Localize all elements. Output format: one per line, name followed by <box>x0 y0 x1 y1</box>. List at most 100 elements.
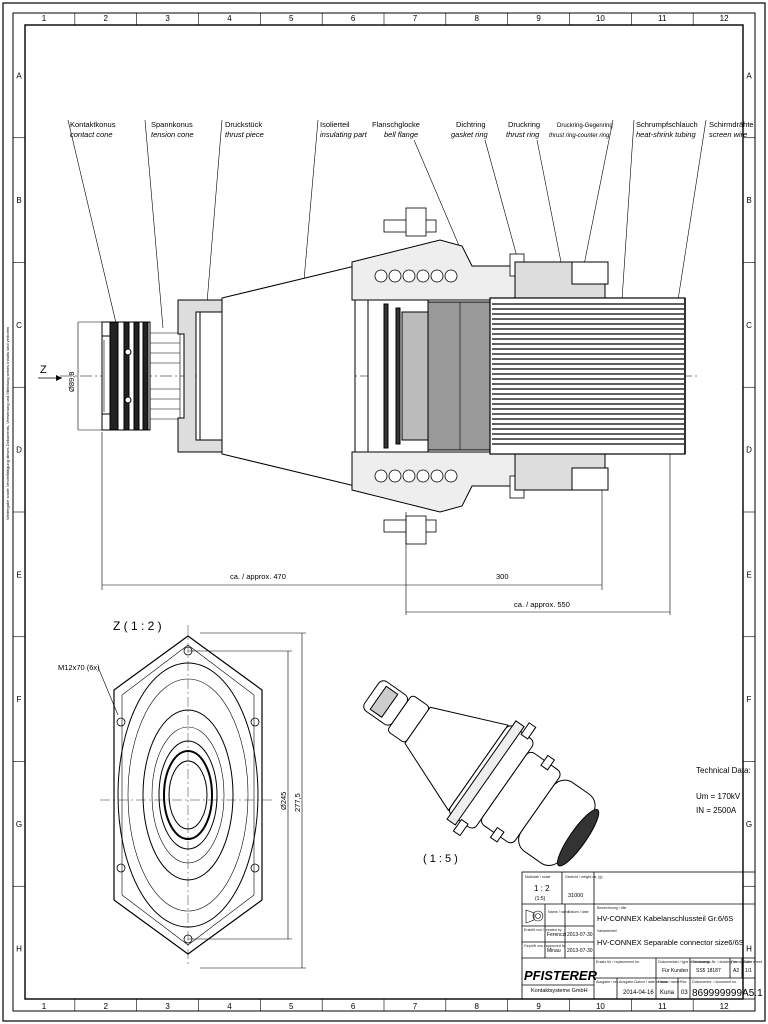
grid-column-label: 2 <box>104 1002 109 1011</box>
callout-screen-wire-de: Schirmdrähte <box>709 120 754 129</box>
copyright-note-text: Weitergabe sowie Vervielfältigung dieses… <box>5 327 10 520</box>
grid-row-label: H <box>16 945 22 954</box>
grid-column-label: 3 <box>165 14 170 23</box>
tb-rev-date: 2014-04-16 <box>623 990 654 996</box>
callout-gasket-ring-de: Dichtring <box>456 120 486 129</box>
grid-column-label: 12 <box>720 14 729 23</box>
tb-variant-label: Variantenteil <box>597 929 617 933</box>
axis-z-label: Z <box>40 364 47 376</box>
tb-weight-value: 31000 <box>568 893 583 899</box>
callout-labels: Kontaktkonus contact cone Spannkonus ten… <box>70 120 754 139</box>
tb-approved-label: Geprüft von / approved by <box>524 944 566 948</box>
grid-column-label: 7 <box>413 14 418 23</box>
grid-column-label: 12 <box>720 1002 729 1011</box>
grid-row-label: G <box>746 820 752 829</box>
tb-approved-name: Minau <box>547 948 561 954</box>
tb-doctype: Für Kunden <box>662 968 688 974</box>
grid-column-label: 11 <box>658 1002 667 1011</box>
grid-column-label: 9 <box>536 1002 541 1011</box>
tb-replaces-label: Ersatz für / replacement for <box>596 960 640 964</box>
tb-sheet-label: Blatt / sheet <box>743 960 762 964</box>
grid-row-label: D <box>16 446 22 455</box>
tech-data-um: Um = 170kV <box>696 792 741 801</box>
tb-title-en: HV-CONNEX Separable connector size6/6S <box>597 938 744 947</box>
tb-scale-sub: (1:5) <box>535 896 546 902</box>
callout-insulating-part-de: Isolierteil <box>320 120 350 129</box>
callout-gasket-ring-en: gasket ring <box>451 130 489 139</box>
grid-row-label: A <box>746 71 752 80</box>
tb-rev-name: Kuna <box>660 990 675 996</box>
tb-docno-label: Dokumentnr. / document no. <box>692 980 737 984</box>
callout-thrust-piece-de: Druckstück <box>225 120 262 129</box>
callout-thrust-ring-de: Druckring <box>508 120 540 129</box>
tb-company-sub: Kontaktsysteme GmbH <box>531 988 588 994</box>
tb-doctype-label: Dokumentart / type of document <box>658 960 709 964</box>
tb-date-label: Datum / date <box>568 910 589 914</box>
copyright-note: Weitergabe sowie Vervielfältigung dieses… <box>5 327 10 520</box>
callout-insulating-part-en: insulating part <box>320 130 368 139</box>
grid-row-label: C <box>16 321 22 330</box>
grid-column-label: 4 <box>227 1002 232 1011</box>
callout-contact-cone-de: Kontaktkonus <box>70 120 116 129</box>
tb-approved-date: 2013-07-30 <box>567 948 593 954</box>
dim-470: ca. / approx. 470 <box>230 572 286 581</box>
dim-height-flange: 277,5 <box>293 793 302 812</box>
grid-row-label: A <box>16 71 22 80</box>
detail-view-z <box>97 625 306 969</box>
tb-rev-no: 03 <box>681 990 688 996</box>
callout-bell-flange-de: Flanschglocke <box>372 120 420 129</box>
grid-column-label: 4 <box>227 14 232 23</box>
dim-300: 300 <box>496 572 509 581</box>
technical-data: Technical Data: Um = 170kV IN = 2500A <box>696 766 751 815</box>
tb-rev-name-label: Name / name <box>658 980 680 984</box>
callout-heat-shrink-en: heat-shrink tubing <box>636 130 696 139</box>
grid-column-label: 6 <box>351 1002 356 1011</box>
tb-drawn-label: Erstellt von / created by <box>524 928 562 932</box>
tb-weight-label: Gewicht / weight ca. (g) <box>565 875 603 879</box>
grid-row-label: B <box>16 196 21 205</box>
tech-data-in: IN = 2500A <box>696 806 737 815</box>
grid-row-label: D <box>746 446 752 455</box>
grid-column-label: 8 <box>475 14 480 23</box>
grid-row-label: E <box>16 570 21 579</box>
projection-symbol <box>525 909 544 924</box>
tb-rev-no-label: Rev. <box>680 980 687 984</box>
grid-column-label: 5 <box>289 14 294 23</box>
callout-tension-cone-en: tension cone <box>151 130 194 139</box>
grid-row-label: C <box>746 321 752 330</box>
tb-drawn-date: 2013-07-30 <box>567 932 593 938</box>
tech-data-title: Technical Data: <box>696 766 751 775</box>
grid-column-label: 2 <box>104 14 109 23</box>
tb-format-label: Format / size <box>731 960 752 964</box>
tb-format: A2 <box>733 968 739 974</box>
grid-row-label: G <box>16 820 22 829</box>
screen-wires <box>492 303 684 445</box>
tb-rev-date-label: Ausgabe-Datum / date of issue <box>619 980 668 984</box>
grid-column-label: 7 <box>413 1002 418 1011</box>
grid-row-label: H <box>746 945 752 954</box>
callout-counter-ring-en: thrust ring-counter ring <box>549 133 610 139</box>
callout-tension-cone-de: Spannkonus <box>151 120 193 129</box>
leader-lines <box>67 119 707 329</box>
grid-column-label: 10 <box>596 1002 605 1011</box>
dimension-labels: Ø89,8 ca. / approx. 470 300 ca. / approx… <box>67 372 570 609</box>
callout-screen-wire-en: screen wire <box>709 130 747 139</box>
grid-column-label: 6 <box>351 14 356 23</box>
view-z-marker: Z <box>38 364 62 381</box>
dimension-lines <box>77 321 671 615</box>
grid-column-label: 3 <box>165 1002 170 1011</box>
grid-column-label: 5 <box>289 1002 294 1011</box>
callout-thrust-piece-en: thrust piece <box>225 130 264 139</box>
grid-column-label: 8 <box>475 1002 480 1011</box>
callout-bell-flange-en: bell flange <box>384 130 418 139</box>
connector-side-view <box>60 207 700 545</box>
tb-scale-value: 1 : 2 <box>534 884 550 893</box>
grid-row-label: B <box>746 196 751 205</box>
tb-customer-no-label: Zeichnungs-Nr. / drawing no. <box>692 960 738 964</box>
title-block: Maßstab / scale 1 : 2 (1:5) Gewicht / we… <box>521 871 763 1000</box>
grid-row-label: F <box>17 695 22 704</box>
tb-company-logo: PFISTERER <box>524 968 598 983</box>
tb-customer-no: SS5 18187 <box>696 968 721 974</box>
